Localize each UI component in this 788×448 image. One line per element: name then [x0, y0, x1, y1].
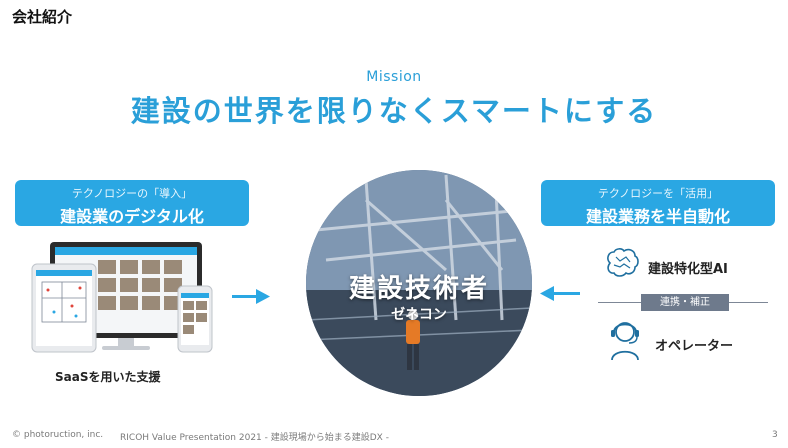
digitalization-sub: テクノロジーの「導入」 — [71, 187, 193, 200]
mission-label: Mission — [366, 69, 422, 85]
ai-brain-icon — [607, 248, 639, 277]
automation-box: テクノロジーを「活用」 建設業務を半自動化 — [541, 180, 775, 226]
automation-sub: テクノロジーを「活用」 — [597, 187, 719, 200]
automation-main: 建設業務を半自動化 — [585, 207, 730, 226]
footer-presentation: RICOH Value Presentation 2021 - 建設現場から始ま… — [120, 433, 389, 443]
footer-page-number: 3 — [772, 430, 778, 440]
arrow-right-icon — [256, 289, 270, 304]
digitalization-box: テクノロジーの「導入」 建設業のデジタル化 — [15, 180, 249, 226]
mission-headline: 建設の世界を限りなくスマートにする — [130, 94, 658, 128]
saas-caption: SaaSを用いた支援 — [55, 370, 161, 384]
arrow-right-shaft — [232, 295, 260, 298]
arrow-left-shaft — [552, 292, 580, 295]
section-title: 会社紹介 — [12, 8, 73, 26]
digitalization-main: 建設業のデジタル化 — [60, 207, 204, 226]
engineer-title: 建設技術者 — [348, 274, 489, 304]
engineer-subtitle: ゼネコン — [391, 307, 447, 323]
operator-headset-icon — [611, 322, 639, 361]
saas-devices-illustration — [31, 242, 213, 353]
operator-label: オペレーター — [655, 339, 734, 354]
ai-label: 建設特化型AI — [648, 262, 728, 277]
link-badge: 連携・補正 — [641, 294, 729, 311]
footer-copyright: © photoruction, inc. — [12, 430, 104, 440]
arrow-left-icon — [540, 286, 554, 301]
